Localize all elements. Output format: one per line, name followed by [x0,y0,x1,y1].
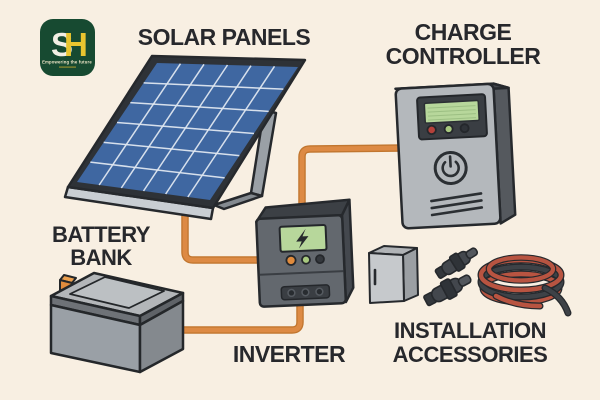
cable-ends [492,284,572,317]
power-icon [433,150,468,185]
panel-grid-line [90,161,225,179]
installation-accessories-label-line1: INSTALLATION [394,318,546,343]
inverter-illustration [255,198,355,308]
wire-panel-to-inverter [182,205,271,263]
inverter-button-green [301,254,311,265]
logo-letter-h: H [64,26,88,63]
controller-led-dark [459,123,470,134]
battery-side [138,299,185,374]
lightning-bolt-icon [296,228,309,249]
battery-lid [69,276,165,309]
cable-coil [477,254,572,317]
charge-controller-label-line2: CONTROLLER [386,43,542,69]
inverter-terminals [287,287,324,298]
wire-inverter-to-controller [299,145,407,227]
junction-box [368,245,419,304]
junction-box-front [368,252,405,304]
battery-bank-label-line1: BATTERY [52,222,151,247]
inverter-button-dark [315,254,325,265]
junction-box-side [402,247,419,302]
charge-controller-label-line1: CHARGE [415,19,512,45]
battery-illustration [49,271,185,374]
inverter-label: INVERTER [233,341,346,367]
battery-bank-label-line2: BANK [70,245,132,270]
mc4-connector-lower [423,274,472,307]
solar-panels-label: SOLAR PANELS [138,24,311,50]
controller-vents [430,192,484,217]
inverter-divider [259,270,344,276]
solar-panel-illustration [63,54,307,221]
controller-led-red [426,124,437,136]
inverter-buttons [285,254,325,266]
panel-cells [77,63,298,200]
controller-lcd-lines [427,105,477,121]
logo-tagline-rule [59,66,76,68]
wires [174,144,408,334]
logo-letter-s: S [51,26,73,63]
controller-led-green [443,124,454,134]
mc4-connector-upper [434,247,479,279]
wire-battery-to-inverter [175,293,303,333]
inverter-button-orange [285,254,297,266]
controller-leds [426,123,470,136]
charge-controller-illustration [394,82,517,230]
logo-background [40,19,95,76]
accessories-illustration [368,245,572,317]
logo-tagline: Empowering the future [42,60,92,65]
panel-grid [90,63,284,198]
brand-logo: S H Empowering the future [40,19,95,76]
panel-stand [212,108,278,211]
installation-accessories-label-line2: ACCESSORIES [393,342,548,367]
